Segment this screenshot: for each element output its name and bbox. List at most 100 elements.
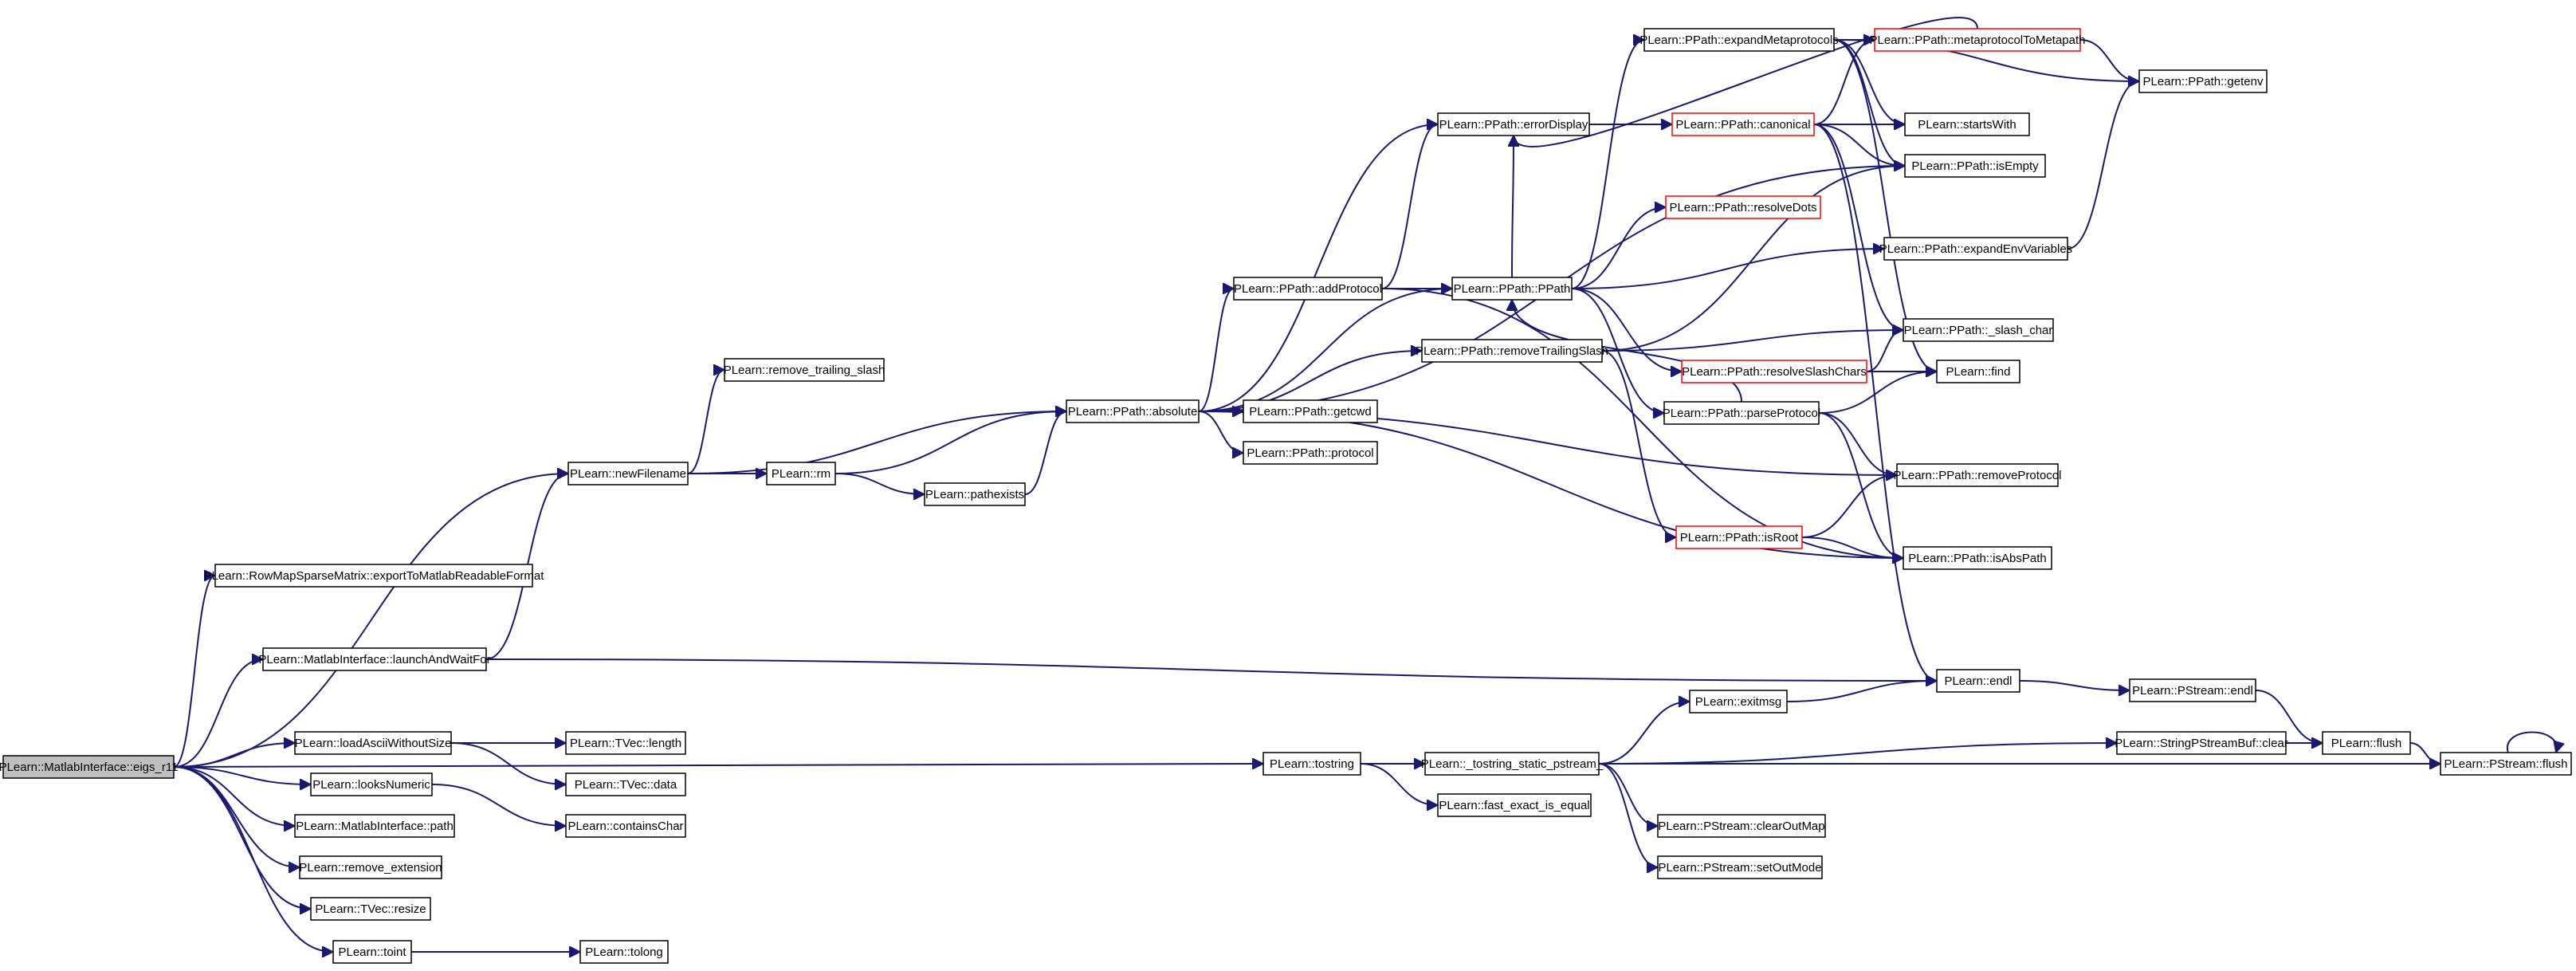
node-pstream-setoutmode[interactable]: PLearn::PStream::setOutMode: [1657, 855, 1823, 879]
node-box: [1657, 814, 1826, 838]
node-newfilename[interactable]: PLearn::newFilename: [567, 462, 689, 486]
node-remove-extension[interactable]: PLearn::remove_extension: [299, 855, 442, 879]
node-label: PLearn::pathexists: [925, 488, 1024, 501]
node-ppath-resolveslashchars[interactable]: PLearn::PPath::resolveSlashChars: [1681, 360, 1867, 383]
edge-matlabinterface-eigs-r11-to-loadasciiwithoutsize: [173, 743, 295, 768]
edge-ppath-canonical-to-ppath-metaprotocoltometapath: [1813, 40, 1875, 125]
node-loadasciiwithoutsize[interactable]: PLearn::loadAsciiWithoutSize: [294, 731, 452, 755]
node-tvec-data[interactable]: PLearn::TVec::data: [565, 772, 686, 796]
node-ppath-isempty[interactable]: PLearn::PPath::isEmpty: [1904, 154, 2046, 178]
node-looksnumeric[interactable]: PLearn::looksNumeric: [310, 772, 433, 796]
node-exitmsg[interactable]: PLearn::exitmsg: [1689, 690, 1788, 714]
node-label: PLearn::PPath::errorDisplay: [1439, 118, 1588, 132]
node-pstream-clearoutmap[interactable]: PLearn::PStream::clearOutMap: [1657, 814, 1826, 838]
node-find[interactable]: PLearn::find: [1936, 360, 2020, 383]
node-flush[interactable]: PLearn::flush: [2322, 731, 2411, 755]
edge-ppath-canonical-to-ppath-isempty: [1813, 124, 1905, 166]
node-startswith[interactable]: PLearn::startsWith: [1904, 112, 2030, 136]
node-box: [294, 814, 455, 838]
node-ppath-resolvedots[interactable]: PLearn::PPath::resolveDots: [1665, 195, 1821, 219]
node-label: PLearn::looksNumeric: [312, 778, 430, 792]
node-box: [1883, 237, 2068, 261]
edge-ppath-resolveslashchars-to-ppath-slash-char: [1866, 330, 1904, 372]
node-ppath-expandmetaprotocols[interactable]: PLearn::PPath::expandMetaprotocols: [1639, 28, 1839, 52]
node-label: PLearn::PPath::_slash_char: [1904, 324, 2053, 337]
node-ppath-addprotocol[interactable]: PLearn::PPath::addProtocol: [1233, 277, 1383, 301]
node-ppath-isabspath[interactable]: PLearn::PPath::isAbsPath: [1903, 546, 2052, 570]
edge-ppath-absolute-to-ppath-removetrailingslash: [1198, 351, 1422, 412]
node-ppath-isroot[interactable]: PLearn::PPath::isRoot: [1675, 525, 1803, 549]
node-rowmapsparsematrix-exporttomatlabreadableformat[interactable]: PLearn::RowMapSparseMatrix::exportToMatl…: [204, 564, 545, 588]
node-box: [1262, 752, 1361, 776]
edge-ppath-addprotocol-to-ppath-errordisplay: [1381, 124, 1439, 289]
edge-tostring-static-pstream-to-pstream-setoutmode: [1598, 763, 1659, 867]
node-label: PLearn::_tostring_static_pstream_: [1421, 757, 1604, 771]
edge-matlabinterface-eigs-r11-to-matlabinterface-path: [173, 766, 295, 826]
node-ppath-getenv[interactable]: PLearn::PPath::getenv: [2138, 69, 2268, 93]
node-label: PLearn::MatlabInterface::path: [296, 820, 454, 833]
node-label: PLearn::toint: [338, 945, 406, 959]
edge-pstream-flush-to-pstream-flush: [2507, 731, 2557, 753]
node-containschar[interactable]: PLearn::containsChar: [565, 814, 686, 838]
node-box: [565, 814, 686, 838]
node-box: [1936, 669, 2020, 693]
node-tolong[interactable]: PLearn::tolong: [579, 940, 669, 964]
node-ppath-absolute[interactable]: PLearn::PPath::absolute: [1066, 399, 1200, 423]
edge-ppath-ppath-to-ppath-resolveslashchars: [1571, 288, 1682, 371]
node-ppath-expandenvvariables[interactable]: PLearn::PPath::expandEnvVariables: [1879, 237, 2072, 261]
edge-matlabinterface-launchandwaitfor-to-endl: [485, 658, 1937, 681]
node-toint[interactable]: PLearn::toint: [332, 940, 412, 964]
edge-ppath-metaprotocoltometapath-to-ppath-errordisplay: [1514, 17, 1978, 147]
node-stringpstreambuf-clear[interactable]: PLearn::StringPStreamBuf::clear: [2115, 731, 2288, 755]
node-rm[interactable]: PLearn::rm: [766, 462, 836, 486]
edges: [173, 17, 2557, 952]
node-ppath-slash-char[interactable]: PLearn::PPath::_slash_char: [1903, 318, 2054, 342]
node-remove-trailing-slash[interactable]: PLearn::remove_trailing_slash: [724, 358, 886, 382]
node-label: PLearn::remove_trailing_slash: [724, 364, 886, 377]
edge-ppath-parseprotocol-to-ppath-removeprotocol: [1818, 412, 1897, 475]
node-label: PLearn::PStream::clearOutMap: [1658, 820, 1824, 833]
node-tvec-resize[interactable]: PLearn::TVec::resize: [310, 897, 431, 921]
node-ppath-protocol[interactable]: PLearn::PPath::protocol: [1243, 441, 1378, 465]
node-ppath-parseprotocol[interactable]: PLearn::PPath::parseProtocol: [1663, 401, 1820, 425]
node-pstream-flush[interactable]: PLearn::PStream::flush: [2440, 752, 2572, 776]
node-endl[interactable]: PLearn::endl: [1936, 669, 2020, 693]
edge-matlabinterface-eigs-r11-to-remove-extension: [173, 766, 300, 867]
node-label: PLearn::PPath::isAbsPath: [1908, 552, 2046, 565]
node-box: [2116, 731, 2287, 755]
node-label: PLearn::endl: [1944, 674, 2012, 688]
node-ppath-metaprotocoltometapath[interactable]: PLearn::PPath::metaprotocolToMetapath: [1870, 28, 2086, 52]
node-ppath-ppath[interactable]: PLearn::PPath::PPath: [1451, 277, 1573, 301]
edge-loadasciiwithoutsize-to-tvec-data: [450, 742, 566, 784]
node-box: [2138, 69, 2268, 93]
edge-ppath-parseprotocol-to-find: [1818, 371, 1937, 414]
node-ppath-removeprotocol[interactable]: PLearn::PPath::removeProtocol: [1894, 463, 2062, 487]
edge-ppath-addprotocol-to-ppath-isabspath: [1381, 288, 1903, 558]
node-ppath-removetrailingslash[interactable]: PLearn::PPath::removeTrailingSlash: [1416, 339, 1608, 363]
node-fast-exact-is-equal[interactable]: PLearn::fast_exact_is_equal: [1437, 793, 1592, 817]
node-box: [2440, 752, 2572, 776]
edge-matlabinterface-eigs-r11-to-newfilename: [173, 474, 568, 768]
edge-ppath-absolute-to-ppath-errordisplay: [1198, 124, 1438, 412]
node-label: PLearn::PPath::getcwd: [1249, 405, 1371, 419]
node-pstream-endl[interactable]: PLearn::PStream::endl: [2129, 678, 2256, 702]
node-box: [1671, 112, 1815, 136]
node-box: [1896, 463, 2059, 487]
node-tvec-length[interactable]: PLearn::TVec::length: [565, 731, 686, 755]
node-label: PLearn::PPath::getenv: [2143, 75, 2264, 88]
node-ppath-getcwd[interactable]: PLearn::PPath::getcwd: [1243, 399, 1378, 423]
node-ppath-canonical[interactable]: PLearn::PPath::canonical: [1671, 112, 1815, 136]
node-matlabinterface-eigs-r11[interactable]: PLearn::MatlabInterface::eigs_r11: [0, 755, 178, 779]
node-pathexists[interactable]: PLearn::pathexists: [924, 482, 1026, 506]
node-box: [2129, 678, 2256, 702]
node-label: PLearn::PPath::addProtocol: [1234, 282, 1382, 296]
node-matlabinterface-launchandwaitfor[interactable]: PLearn::MatlabInterface::launchAndWaitFo…: [258, 647, 491, 671]
node-matlabinterface-path[interactable]: PLearn::MatlabInterface::path: [294, 814, 455, 838]
node-box: [567, 462, 689, 486]
node-label: PLearn::tolong: [585, 945, 663, 959]
node-box: [1675, 525, 1803, 549]
node-ppath-errordisplay[interactable]: PLearn::PPath::errorDisplay: [1437, 112, 1590, 136]
node-tostring[interactable]: PLearn::tostring: [1262, 752, 1361, 776]
edge-rm-to-ppath-absolute: [834, 411, 1066, 474]
node-tostring-static-pstream[interactable]: PLearn::_tostring_static_pstream_: [1421, 752, 1604, 776]
